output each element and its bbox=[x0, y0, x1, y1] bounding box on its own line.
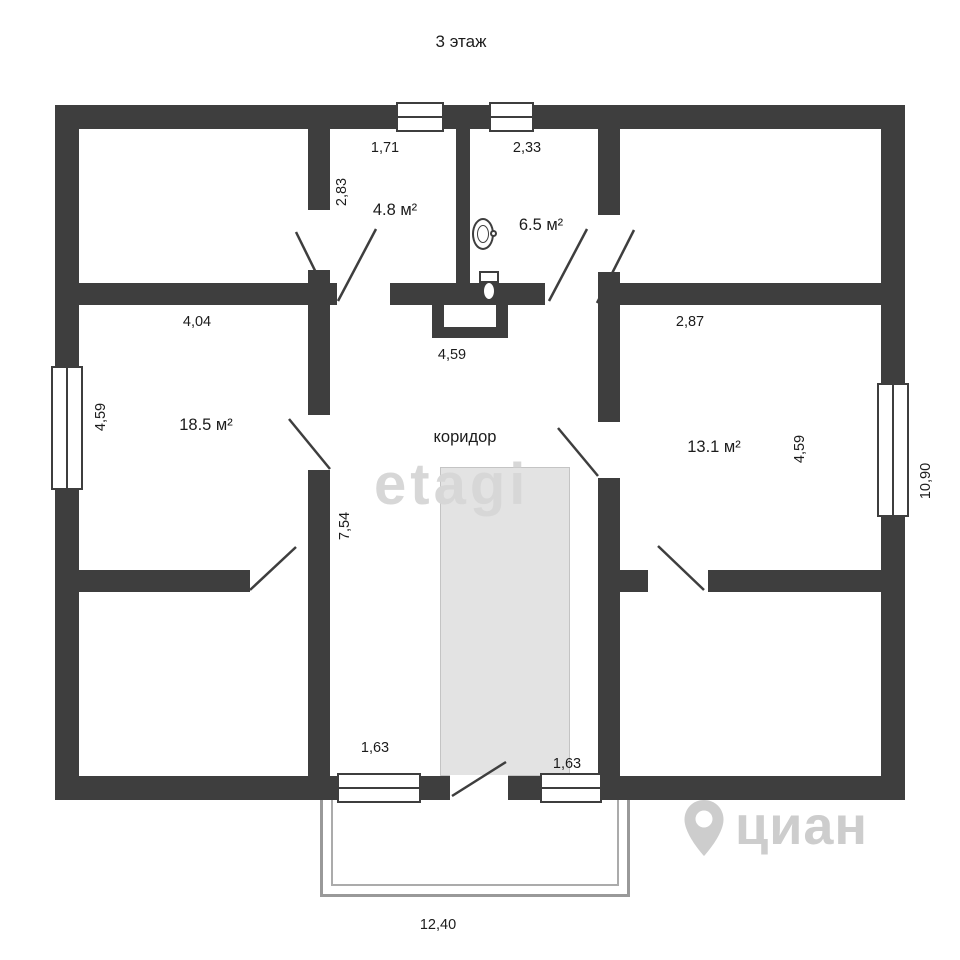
window-bottom-left bbox=[337, 773, 421, 803]
corridor-wall-right-middle bbox=[598, 272, 620, 422]
window-mullion bbox=[491, 116, 532, 118]
room-label-wc: 6.5 м² bbox=[518, 216, 564, 234]
dim-room-left-width: 4,04 bbox=[182, 314, 212, 330]
window-top-left bbox=[396, 102, 444, 132]
vent-shaft-cavity bbox=[444, 305, 496, 327]
watermark-cian-text: циан bbox=[735, 796, 869, 856]
wall-top-left-room-bottom bbox=[79, 283, 330, 305]
sink-basin-icon bbox=[477, 225, 489, 243]
dim-bathroom-width: 1,71 bbox=[370, 140, 400, 156]
window-mullion bbox=[66, 368, 68, 488]
dim-corridor-width: 4,59 bbox=[437, 347, 467, 363]
dim-balcony-width: 12,40 bbox=[419, 917, 457, 933]
door-leaf-bottom-right-room bbox=[657, 545, 705, 591]
corridor-wall-left-lower bbox=[308, 470, 330, 776]
corridor-wall-left-middle bbox=[308, 270, 330, 415]
window-bottom-right bbox=[540, 773, 602, 803]
dim-room-right-width: 2,87 bbox=[675, 314, 705, 330]
dim-corridor-depth: 7,54 bbox=[337, 511, 353, 541]
door-leaf-top-left-room bbox=[294, 231, 333, 304]
dim-room-right-window: 4,59 bbox=[792, 434, 808, 464]
window-left bbox=[51, 366, 83, 490]
window-mullion bbox=[542, 787, 600, 789]
staircase bbox=[440, 467, 570, 776]
dim-room-left-window: 4,59 bbox=[93, 402, 109, 432]
balcony-inner-line bbox=[331, 800, 619, 886]
door-leaf-room-left bbox=[288, 418, 331, 470]
dim-bottom-right: 1,63 bbox=[552, 756, 582, 772]
door-leaf-balcony bbox=[451, 760, 507, 798]
corridor-wall-right-lower bbox=[598, 478, 620, 776]
room-label-left: 18.5 м² bbox=[179, 416, 233, 434]
watermark-cian: циан bbox=[683, 799, 868, 857]
location-pin-icon bbox=[684, 800, 724, 856]
door-leaf-room-right bbox=[557, 427, 599, 477]
dim-bathroom-depth: 2,83 bbox=[334, 177, 350, 207]
door-leaf-bottom-left-room bbox=[249, 546, 297, 591]
door-leaf-top-right-room bbox=[595, 229, 636, 304]
sink-tap-icon bbox=[490, 230, 497, 237]
wall-left-rooms-divider bbox=[79, 570, 250, 592]
room-label-right: 13.1 м² bbox=[687, 438, 741, 456]
room-label-corridor: коридор bbox=[433, 428, 497, 446]
window-top-right bbox=[489, 102, 534, 132]
wall-bathroom-bottom-a bbox=[330, 283, 337, 305]
watermark-etagi: etagi bbox=[374, 452, 530, 517]
dim-wc-width: 2,33 bbox=[512, 140, 542, 156]
window-mullion bbox=[892, 385, 894, 515]
window-mullion bbox=[339, 787, 419, 789]
dim-bottom-left: 1,63 bbox=[360, 740, 390, 756]
door-leaf-wc bbox=[547, 228, 589, 302]
toilet-icon bbox=[482, 281, 496, 301]
page-title: 3 этаж bbox=[435, 32, 487, 51]
wall-bathroom-bottom-b bbox=[390, 283, 545, 305]
corridor-wall-left-upper bbox=[308, 129, 330, 210]
bath-wc-divider-wall bbox=[456, 129, 470, 283]
room-label-bathroom: 4.8 м² bbox=[372, 201, 418, 219]
outer-wall-top bbox=[55, 105, 905, 129]
door-leaf-bathroom bbox=[336, 228, 378, 302]
wall-right-rooms-divider-a bbox=[620, 570, 648, 592]
wall-right-rooms-divider-b bbox=[708, 570, 881, 592]
window-right bbox=[877, 383, 909, 517]
window-mullion bbox=[398, 116, 442, 118]
wall-top-right-room-bottom bbox=[620, 283, 881, 305]
dim-building-depth: 10,90 bbox=[918, 462, 934, 500]
corridor-wall-right-upper bbox=[598, 129, 620, 215]
balcony-outline bbox=[320, 800, 630, 897]
